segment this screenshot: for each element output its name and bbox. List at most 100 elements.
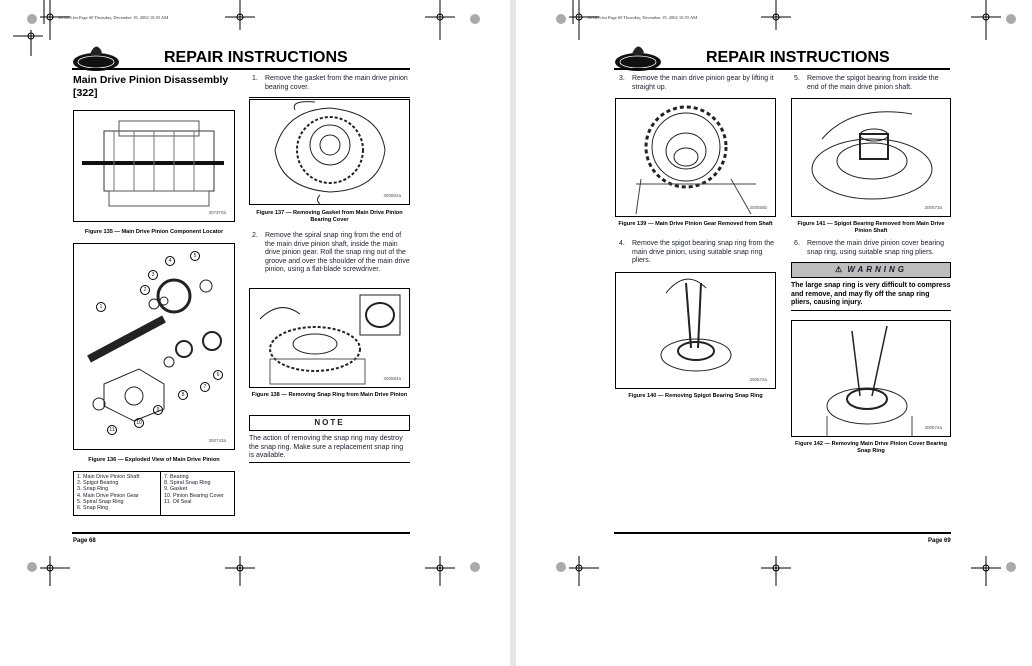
- legend-column-2: 7. Bearing 8. Spiral Snap Ring 9. Gasket…: [161, 472, 227, 515]
- step-text: Remove the main drive pinion cover beari…: [807, 240, 944, 256]
- header-rule: [72, 68, 410, 70]
- crop-mark-icon: [761, 0, 791, 30]
- divider: [249, 97, 410, 98]
- step-text: Remove the main drive pinion gear by lif…: [632, 75, 774, 91]
- figure-141: 300573a: [791, 98, 951, 217]
- figure-135: 307370a: [73, 110, 235, 222]
- note-text: The action of removing the snap ring may…: [249, 435, 404, 460]
- figure-136: 300743a: [73, 243, 235, 450]
- legend-item: 7. Bearing: [164, 474, 189, 480]
- figure-141-caption: Figure 141 — Spigot Bearing Removed from…: [797, 221, 945, 234]
- mack-logo-icon: [73, 46, 119, 71]
- step-number: 4.: [619, 240, 625, 247]
- crop-mark-icon: [40, 0, 70, 40]
- pinion-gear-illustration: [635, 105, 756, 215]
- legend-item: 11. Oil Seal: [164, 498, 192, 505]
- legend-column-1: 1. Main Drive Pinion Shaft 2. Spigot Bea…: [74, 472, 161, 515]
- section-title: Main Drive Pinion Disassembly [322]: [73, 74, 229, 99]
- step-5: 5. Remove the spigot bearing from inside …: [794, 75, 952, 92]
- callout-6: 6: [213, 370, 223, 380]
- right-page: 10/12/6.fm Page 69 Thursday, December 19…: [516, 0, 1032, 666]
- crop-mark-icon: [225, 556, 255, 586]
- step-text: Remove the gasket from the main drive pi…: [265, 75, 408, 91]
- left-page: 10/12/6.fm Page 68 Thursday, December 19…: [0, 0, 510, 666]
- figure-139-caption: Figure 139 — Main Drive Pinion Gear Remo…: [618, 221, 773, 227]
- callout-8: 8: [178, 390, 188, 400]
- crop-mark-icon: [225, 0, 255, 30]
- step-number: 1.: [252, 75, 258, 82]
- legend-item: 8. Spiral Snap Ring: [164, 480, 211, 487]
- footer-rule: [614, 532, 951, 534]
- callout-5: 5: [190, 251, 200, 261]
- step-3: 3. Remove the main drive pinion gear by l…: [619, 75, 779, 92]
- figure-140-caption: Figure 140 — Removing Spigot Bearing Sna…: [628, 393, 763, 399]
- divider: [791, 310, 951, 311]
- callout-9: 9: [153, 405, 163, 415]
- warning-triangle-icon: ⚠: [834, 265, 843, 274]
- legend-item: 1. Main Drive Pinion Shaft: [77, 474, 140, 480]
- registration-dot: [27, 562, 37, 572]
- crop-mark-icon: [761, 556, 791, 586]
- footer-rule: [72, 532, 410, 534]
- step-2: 2. Remove the spiral snap ring from the e…: [252, 232, 410, 275]
- crop-mark-icon: [971, 0, 1001, 40]
- note-box: NOTE: [249, 415, 410, 431]
- cover-bearing-snap-ring-illustration: [826, 325, 913, 436]
- callout-3: 3: [148, 270, 158, 280]
- callout-11: 11: [107, 425, 117, 435]
- legend-item: 9. Gasket: [164, 486, 188, 493]
- print-slug: 10/12/6.fm Page 68 Thursday, December 19…: [58, 15, 169, 20]
- legend-item: 5. Spiral Snap Ring: [77, 498, 124, 505]
- figure-139: 300558b: [615, 98, 776, 217]
- figure-137: 300602a: [249, 99, 410, 205]
- legend-item: 2. Spigot Bearing: [77, 480, 119, 487]
- registration-dot: [1006, 14, 1016, 24]
- registration-dot: [1006, 562, 1016, 572]
- snap-ring-removal-illustration: [259, 294, 401, 385]
- figure-138: 300584a: [249, 288, 410, 388]
- warning-box: ⚠ WARNING: [791, 262, 951, 278]
- figure-142: 300574a: [791, 320, 951, 437]
- step-text: Remove the spigot bearing snap ring from…: [632, 240, 775, 265]
- figure-137-caption: Figure 137 — Removing Gasket from Main D…: [256, 210, 403, 223]
- exploded-view-illustration: [87, 278, 222, 422]
- registration-dot: [556, 14, 566, 24]
- registration-dot: [556, 562, 566, 572]
- crop-mark-icon: [40, 556, 70, 586]
- legend-item: 3. Snap Ring: [77, 486, 109, 493]
- spigot-snap-ring-illustration: [660, 278, 732, 372]
- figure-135-caption: Figure 135 — Main Drive Pinion Component…: [84, 229, 224, 235]
- divider: [249, 462, 410, 463]
- print-slug: 10/12/6.fm Page 69 Thursday, December 19…: [587, 15, 698, 20]
- transmission-locator-illustration: [82, 120, 224, 207]
- header-title: REPAIR INSTRUCTIONS: [164, 49, 348, 66]
- page-number: Page 69: [928, 538, 951, 544]
- crop-mark-icon: [13, 30, 43, 56]
- crop-mark-icon: [569, 0, 599, 40]
- crop-mark-icon: [425, 556, 455, 586]
- legend-item: 10. Pinion Bearing Cover: [164, 492, 224, 499]
- crop-mark-icon: [971, 556, 1001, 586]
- step-text: Remove the spiral snap ring from the end…: [265, 232, 410, 274]
- parts-legend-table: 1. Main Drive Pinion Shaft 2. Spigot Bea…: [73, 471, 235, 516]
- step-text: Remove the spigot bearing from inside th…: [807, 75, 939, 91]
- step-number: 5.: [794, 75, 800, 82]
- crop-mark-icon: [425, 0, 455, 40]
- page-number: Page 68: [73, 538, 96, 544]
- header-rule: [614, 68, 950, 70]
- step-number: 2.: [252, 232, 258, 239]
- header-title: REPAIR INSTRUCTIONS: [706, 49, 890, 66]
- step-4: 4. Remove the spigot bearing snap ring fr…: [619, 240, 779, 266]
- callout-7: 7: [200, 382, 210, 392]
- step-1: 1. Remove the gasket from the main drive …: [252, 75, 410, 92]
- figure-142-caption: Figure 142 — Removing Main Drive Pinion …: [795, 441, 947, 454]
- step-number: 3.: [619, 75, 625, 82]
- legend-item: 6. Snap Ring: [77, 505, 109, 512]
- legend-item: 4. Main Drive Pinion Gear: [77, 492, 139, 499]
- step-number: 6.: [794, 240, 800, 247]
- callout-4: 4: [165, 256, 175, 266]
- figure-138-caption: Figure 138 — Removing Snap Ring from Mai…: [251, 392, 408, 398]
- spigot-bearing-illustration: [811, 111, 933, 200]
- callout-1: 1: [96, 302, 106, 312]
- crop-mark-icon: [569, 556, 599, 586]
